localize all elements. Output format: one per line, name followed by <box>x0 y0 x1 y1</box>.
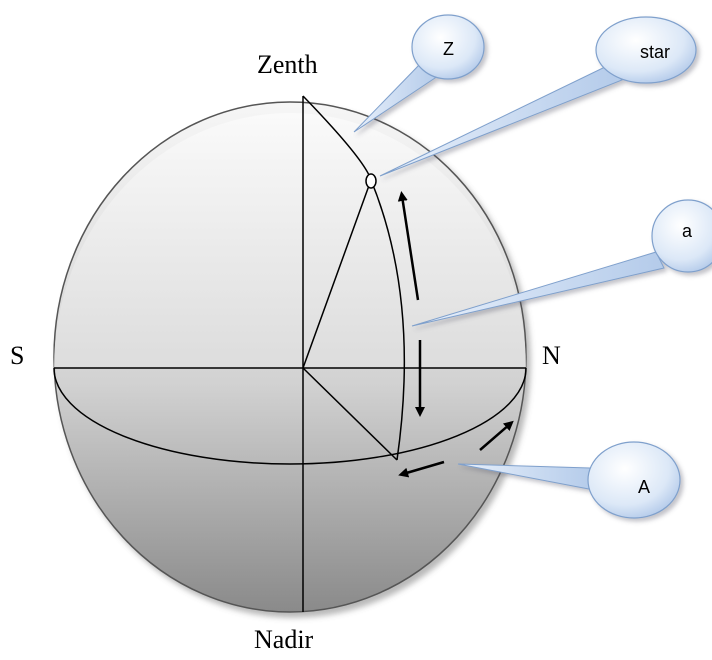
callout-z-text: Z <box>443 39 454 59</box>
altitude-arrow-up <box>397 191 420 301</box>
zenith-label: Zenth <box>257 50 318 79</box>
callout-star <box>379 16 697 177</box>
callout-z <box>353 14 485 133</box>
callout-a-tail <box>411 251 665 327</box>
callout-a-text: a <box>682 221 693 241</box>
callout-a-bubble <box>651 199 712 273</box>
north-label: N <box>542 341 561 370</box>
callout-z-bubble <box>411 14 485 80</box>
callout-a <box>411 199 712 327</box>
callout-star-text: star <box>640 42 670 62</box>
azimuth-arrow-left <box>398 460 445 478</box>
azimuth-arrow-right <box>479 420 514 451</box>
horizon-front-arc <box>53 367 527 465</box>
callout-star-bubble <box>595 16 697 84</box>
upper-hemisphere <box>54 113 526 368</box>
center-to-star-line <box>302 179 372 369</box>
callout-azimuth <box>457 441 681 519</box>
callout-azimuth-bubble <box>587 441 681 519</box>
nadir-label: Nadir <box>254 625 314 654</box>
star-point <box>365 173 377 189</box>
callout-azimuth-text: A <box>638 477 650 497</box>
south-label: S <box>10 341 24 370</box>
vertical-circle-arc <box>302 95 406 461</box>
center-to-horizon-foot-line <box>302 367 398 461</box>
